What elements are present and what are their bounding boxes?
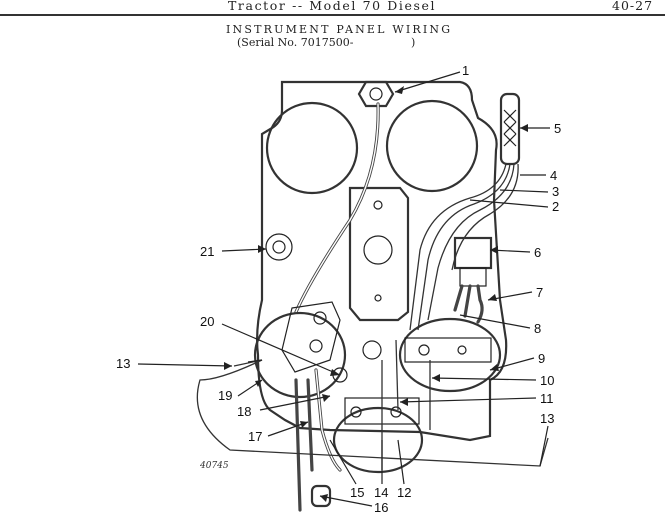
callout-5: 5 [554, 121, 561, 136]
gauge-disc-left [253, 311, 347, 399]
bottom-connector [310, 484, 332, 508]
mounting-plate [348, 186, 410, 322]
top-fitting-center [369, 87, 383, 101]
serial-number-range: (Serial No. 7017500- [237, 36, 354, 49]
panel-outline [256, 80, 508, 442]
callout-6: 6 [534, 245, 541, 260]
page-number: 40-27 [612, 0, 654, 13]
callout-9: 9 [538, 351, 545, 366]
callout-12: 12 [397, 485, 411, 500]
callout-20: 20 [200, 314, 214, 329]
serial-number-close: ) [411, 36, 416, 49]
indicator-light-center [272, 240, 286, 254]
callout-7: 7 [536, 285, 543, 300]
callout-15: 15 [350, 485, 364, 500]
relay-wires [453, 284, 484, 324]
callout-14: 14 [374, 485, 388, 500]
callout-2: 2 [552, 199, 559, 214]
gauge-hole-right [385, 99, 479, 193]
callout-21: 21 [200, 244, 214, 259]
wire-4 [427, 163, 515, 321]
gauge-disc-right [398, 317, 502, 393]
callout-18: 18 [237, 404, 251, 419]
top-fitting-nut [357, 80, 395, 108]
gauge-hole-left [265, 101, 359, 195]
cable-sleeve [499, 92, 521, 166]
callout-16: 16 [374, 500, 388, 515]
callout-13-right: 13 [540, 411, 554, 426]
top-fitting-tube [294, 102, 380, 314]
header-rule [0, 14, 665, 16]
callout-8: 8 [534, 321, 541, 336]
diagram-title: INSTRUMENT PANEL WIRING [226, 23, 453, 36]
callout-19: 19 [218, 388, 232, 403]
callout-leaders [137, 71, 550, 507]
wire-3 [417, 163, 511, 331]
callout-11: 11 [540, 391, 554, 406]
wire-11 [395, 339, 399, 411]
callout-1: 1 [462, 63, 469, 78]
page-header-title: Tractor -- Model 70 Diesel [228, 0, 437, 13]
callout-3: 3 [552, 184, 559, 199]
callout-labels: 1 2 3 4 5 6 7 8 9 10 11 12 13 13 14 15 1… [116, 63, 561, 515]
indicator-light [265, 233, 293, 261]
callout-10: 10 [540, 373, 554, 388]
gauge-disc-bottom [332, 406, 424, 474]
plate-hole-center [363, 235, 393, 265]
callout-13-left: 13 [116, 356, 130, 371]
switch-body [281, 301, 341, 373]
callout-arrowheads [224, 86, 528, 502]
callout-4: 4 [550, 168, 557, 183]
wire-13-loop [196, 359, 549, 467]
figure-id: 40745 [200, 461, 229, 471]
wire-2 [409, 163, 507, 331]
plate-hole-top [373, 200, 383, 210]
relay-box [453, 236, 493, 270]
callout-17: 17 [248, 429, 262, 444]
plate-hole-bottom [374, 294, 382, 302]
